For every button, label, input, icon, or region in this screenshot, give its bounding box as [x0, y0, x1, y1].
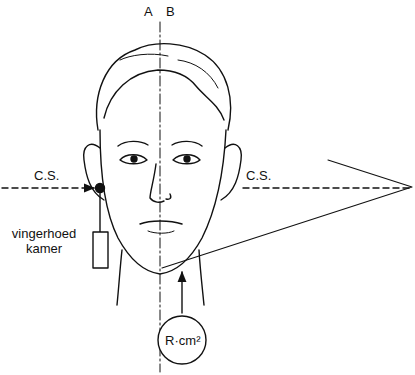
- thimble-chamber: [93, 232, 108, 268]
- chamber-label: vingerhoed kamer: [2, 226, 86, 256]
- chamber-dot: [96, 184, 105, 193]
- right-brow: [172, 141, 202, 146]
- neck: [117, 250, 122, 305]
- left-brow: [118, 141, 148, 146]
- dose-circle: R·cm²: [157, 315, 207, 365]
- central-ray-right: [243, 187, 411, 188]
- ray-label: C.S.: [34, 168, 59, 183]
- chamber-stem: [99, 192, 100, 232]
- lower-lip: [148, 231, 174, 233]
- mouth: [140, 221, 182, 224]
- dose-arrow: [181, 272, 182, 313]
- neck: [199, 250, 204, 305]
- left-pupil: [131, 156, 137, 162]
- right-pupil: [184, 156, 190, 162]
- right-eye: [173, 155, 200, 164]
- half-label: A: [144, 4, 153, 19]
- hair: [97, 44, 231, 130]
- left-ear: [84, 144, 104, 200]
- beam-edge: [162, 160, 412, 268]
- midline: [160, 22, 161, 372]
- central-ray-left: [2, 187, 94, 188]
- circle-shape: [158, 316, 206, 364]
- nose: [150, 164, 171, 202]
- left-eye: [120, 155, 147, 164]
- half-label: B: [166, 4, 175, 19]
- right-ear: [221, 144, 241, 200]
- hair-strand: [120, 54, 168, 60]
- hair-strand: [178, 60, 218, 88]
- node-text: R·cm²: [164, 333, 201, 348]
- hair-line: [104, 70, 224, 120]
- ray-label: C.S.: [246, 168, 271, 183]
- face-outline: [100, 130, 226, 274]
